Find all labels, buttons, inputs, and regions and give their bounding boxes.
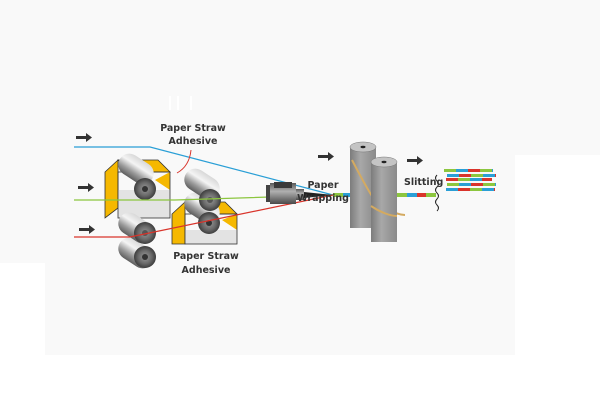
right-arrow-icon: [78, 183, 94, 192]
right-arrow-icon: [79, 225, 95, 234]
right-arrow-icon: [407, 156, 423, 165]
label-adhesive-bottom-line2: Adhesive: [182, 265, 231, 276]
label-adhesive-top-line2: Adhesive: [169, 136, 218, 147]
label-wrapping-line2: Wrapping: [297, 193, 349, 204]
pointer-line: [176, 149, 192, 174]
label-wrapping-line1: Paper: [307, 180, 338, 191]
roller-pair-middle: [184, 168, 221, 234]
wrapping-cylinder-front: [370, 156, 398, 242]
cut-straw: [446, 188, 495, 191]
faint-marks: [169, 96, 192, 110]
label-slitting: Slitting: [404, 177, 443, 188]
cut-straw: [444, 169, 493, 172]
wrapping-nozzle: [266, 182, 333, 204]
cut-straws: [444, 169, 496, 191]
cut-straw: [446, 178, 492, 181]
label-adhesive-top-line1: Paper Straw: [160, 123, 226, 134]
right-arrow-icon: [318, 152, 334, 161]
cut-straw: [447, 174, 496, 177]
right-arrow-icon: [76, 133, 92, 142]
label-adhesive-bottom-line1: Paper Straw: [173, 251, 239, 262]
background-panel-top: [0, 0, 600, 155]
paper-line-blue: [74, 146, 334, 196]
cut-straw: [447, 183, 496, 186]
wavy-cut-line-icon: [435, 174, 439, 212]
roller-top: [118, 153, 156, 200]
paper-line-red: [74, 194, 334, 238]
roller-pair-bottom: [118, 212, 156, 269]
background-panel-bottom: [45, 263, 515, 355]
background-panel-middle: [0, 155, 515, 263]
